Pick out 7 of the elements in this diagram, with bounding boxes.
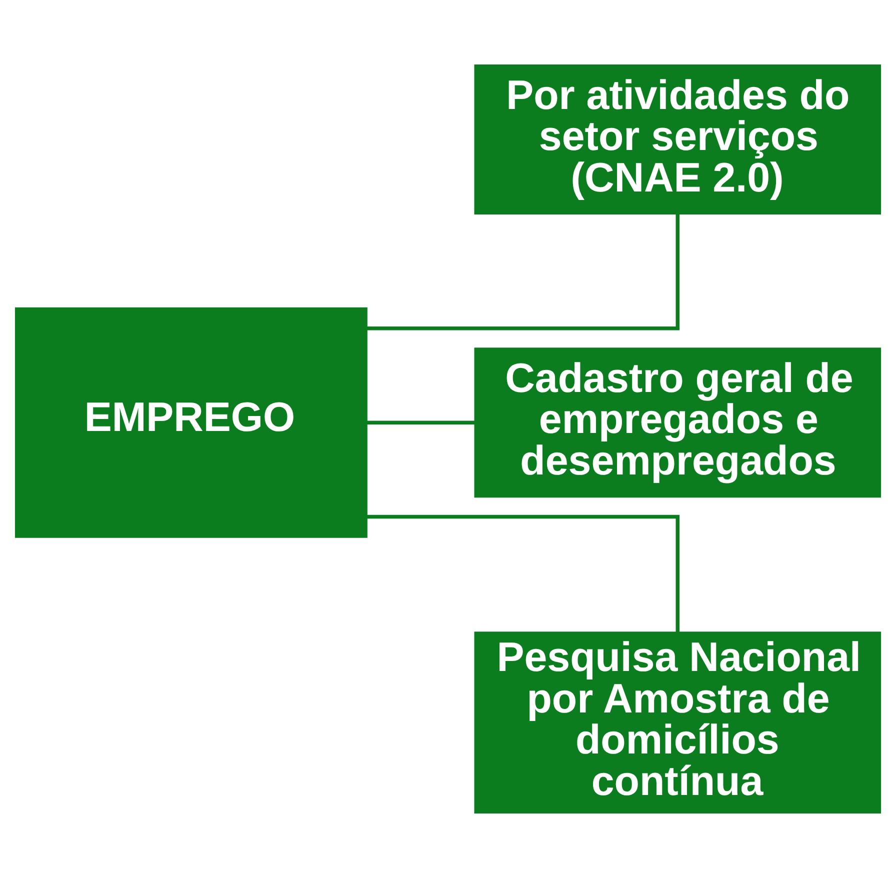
connector bbox=[366, 514, 680, 632]
connector bbox=[366, 213, 680, 330]
node-box: EMPREGO bbox=[14, 306, 368, 538]
connector bbox=[366, 420, 475, 424]
node-box: Por atividades do setor serviços (CNAE 2.0) bbox=[474, 64, 882, 214]
node-box: Cadastro geral de empregados e desempregados bbox=[474, 347, 882, 498]
node-box: Pesquisa Nacional por Amostra de domicílios contínua bbox=[474, 631, 882, 813]
